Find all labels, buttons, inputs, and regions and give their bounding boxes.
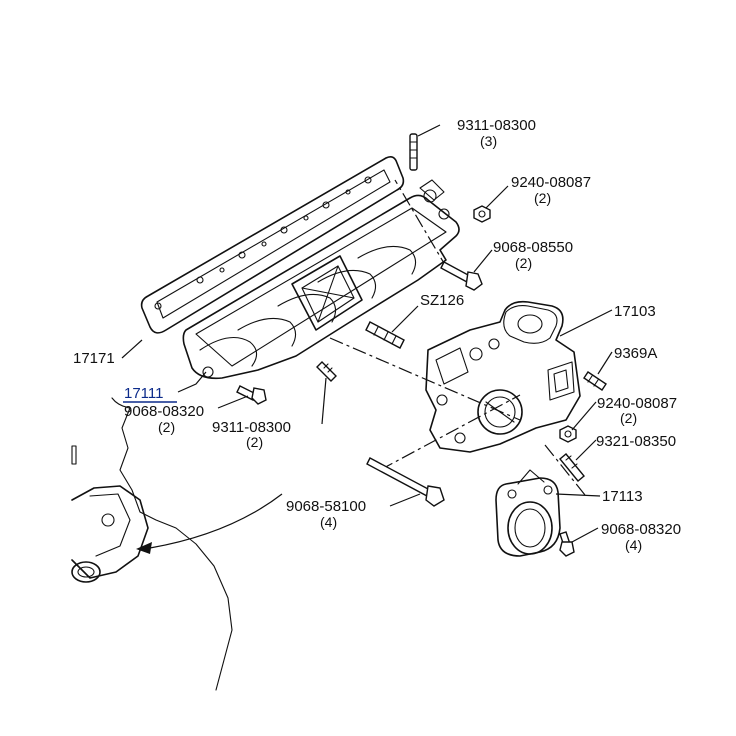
callout-17113[interactable]: 17113 [602, 488, 643, 505]
callout-9311-08300-bottom-qty: (2) [246, 434, 263, 450]
callout-9068-08550[interactable]: 9068-08550 [493, 239, 573, 256]
stud-top[interactable] [409, 133, 418, 171]
callout-17111[interactable]: 17111 [124, 385, 164, 402]
callout-9068-08320-right[interactable]: 9068-08320 [601, 521, 681, 538]
callout-sz126[interactable]: SZ126 [420, 292, 464, 309]
callout-9240-08087-right[interactable]: 9240-08087 [597, 395, 677, 412]
stud-9369a[interactable] [583, 371, 607, 391]
bolt-58100[interactable] [366, 457, 445, 507]
bolt-08320-right[interactable] [559, 531, 575, 557]
callout-17103[interactable]: 17103 [614, 303, 656, 320]
callout-9311-08300-top-qty: (3) [480, 133, 497, 149]
partial-assembly-view [71, 397, 283, 691]
callout-labels: 9311-08300 (3) 9240-08087 (2) 9068-08550… [73, 117, 681, 553]
valve-housing[interactable] [425, 300, 581, 453]
callout-9068-08320-left[interactable]: 9068-08320 [124, 403, 204, 420]
callout-9068-58100-qty: (4) [320, 514, 337, 530]
outlet-adapter[interactable] [495, 469, 561, 557]
callout-9321-08350[interactable]: 9321-08350 [596, 433, 676, 450]
callout-9369a[interactable]: 9369A [614, 345, 657, 362]
assembly-centerlines [329, 179, 586, 496]
callout-17171[interactable]: 17171 [73, 350, 115, 367]
bolt-08320-left[interactable] [236, 385, 267, 405]
callout-9240-08087-top-qty: (2) [534, 190, 551, 206]
callout-9068-08320-left-qty: (2) [158, 419, 175, 435]
nut-top[interactable] [473, 205, 491, 223]
intake-manifold[interactable] [182, 179, 460, 380]
stud-bottom[interactable] [316, 361, 337, 382]
bolt-08550[interactable] [440, 261, 483, 291]
callout-9311-08300-top[interactable]: 9311-08300 [457, 117, 536, 134]
callout-9311-08300-bottom[interactable]: 9311-08300 [212, 419, 291, 436]
callout-9068-58100[interactable]: 9068-58100 [286, 498, 366, 515]
leader-lines [121, 124, 613, 543]
dowel-sz126[interactable] [365, 321, 405, 349]
callout-9068-08550-qty: (2) [515, 255, 532, 271]
callout-9068-08320-right-qty: (4) [625, 537, 642, 553]
intake-gasket[interactable] [140, 156, 405, 334]
stud-08350[interactable] [559, 453, 585, 482]
callout-9240-08087-top[interactable]: 9240-08087 [511, 174, 591, 191]
callout-9240-08087-right-qty: (2) [620, 410, 637, 426]
